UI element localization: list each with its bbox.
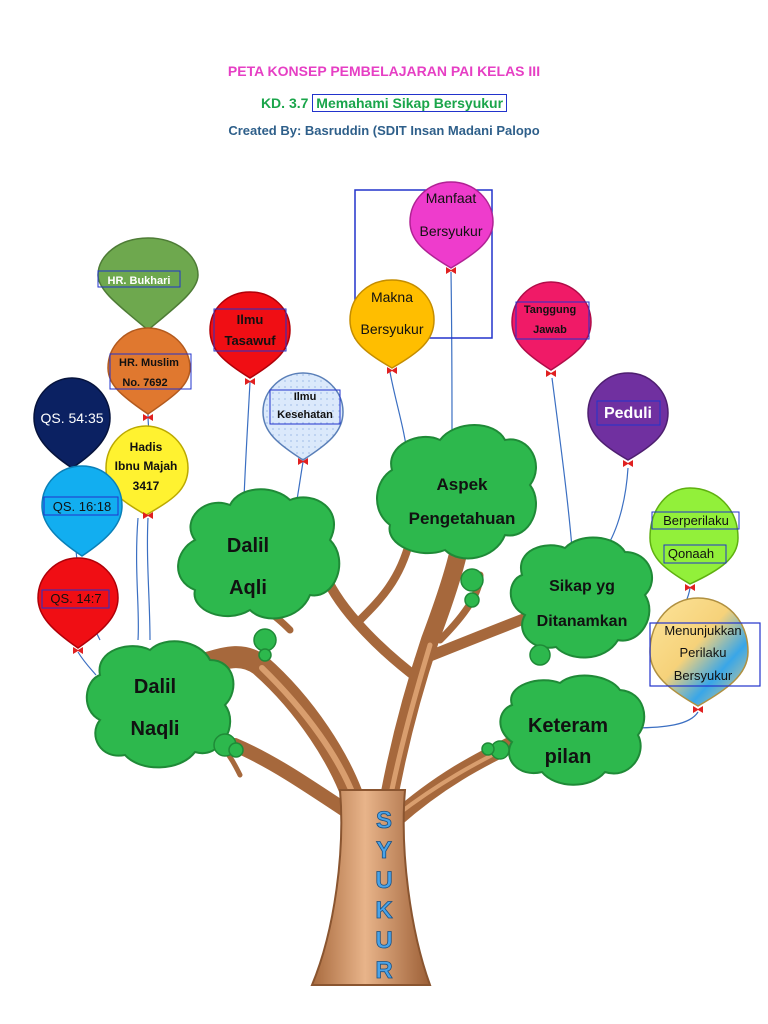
balloon-hadis-line2: Ibnu Majah <box>115 459 178 473</box>
cloud-sikap-line2: Ditanamkan <box>537 613 628 630</box>
balloon-hadis-line1: Hadis <box>130 440 163 454</box>
cloud-aspek-pengetahuan: Aspek Pengetahuan <box>376 424 537 608</box>
balloon-ilmu-tasawuf-line1: Ilmu <box>237 312 264 327</box>
cloud-keterampilan: Keteram pilan <box>481 674 646 786</box>
balloon-tanggung-jawab-line1: Tanggung <box>524 304 576 316</box>
balloon-menunjukkan-line1: Menunjukkan <box>664 623 741 638</box>
cloud-aspek-line1: Aspek <box>436 475 488 494</box>
balloon-manfaat-line2: Bersyukur <box>419 223 482 239</box>
cloud-dalil-aqli-line1: Dalil <box>227 535 269 557</box>
balloon-tanggung-jawab: Tanggung Jawab <box>511 281 592 371</box>
cloud-aspek-line2: Pengetahuan <box>409 509 516 528</box>
balloon-qonaah: Berperilaku Qonaah <box>649 487 740 585</box>
kd-topic: Memahami Sikap Bersyukur <box>312 94 508 112</box>
cloud-dalil-aqli: Dalil Aqli <box>177 488 341 662</box>
balloon-hr-muslim: HR. Muslim No. 7692 <box>107 327 192 415</box>
balloon-hr-muslim-line1: HR. Muslim <box>119 357 179 369</box>
title-text: PETA KONSEP PEMBELAJARAN PAI KELAS III <box>227 63 541 79</box>
balloon-hr-bukhari: HR. Bukhari <box>97 237 199 331</box>
balloon-tanggung-jawab-line2: Jawab <box>533 324 567 336</box>
balloon-makna: Makna Bersyukur <box>349 279 435 369</box>
balloon-hr-muslim-line2: No. 7692 <box>122 377 167 389</box>
cloud-dalil-naqli-line2: Naqli <box>131 718 180 740</box>
balloon-qs-1618: QS. 16:18 <box>41 465 123 557</box>
cloud-dalil-naqli-line1: Dalil <box>134 676 176 698</box>
balloon-manfaat-line1: Manfaat <box>426 190 477 206</box>
cloud-keterampilan-line2: pilan <box>545 746 592 768</box>
balloon-menunjukkan-line3: Bersyukur <box>674 668 733 683</box>
balloon-qs-147: QS. 14:7 <box>37 557 119 649</box>
trunk-letter: K <box>375 897 393 924</box>
trunk-letter: U <box>375 927 392 954</box>
kd-line: KD. 3.7 Memahami Sikap Bersyukur <box>0 94 768 112</box>
balloon-ilmu-tasawuf-line2: Tasawuf <box>224 333 276 348</box>
trunk-letter: S <box>376 807 392 834</box>
balloon-ilmu-tasawuf: Ilmu Tasawuf <box>209 291 291 379</box>
balloon-makna-line1: Makna <box>371 289 413 305</box>
kd-prefix: KD. 3.7 <box>260 95 309 111</box>
balloon-qs-147-text: QS. 14:7 <box>50 591 101 606</box>
cloud-sikap-line1: Sikap yg <box>549 578 615 595</box>
balloon-ilmu-kesehatan-line2: Kesehatan <box>277 409 333 421</box>
cloud-keterampilan-line1: Keteram <box>528 715 608 737</box>
cloud-sikap: Sikap yg Ditanamkan <box>509 536 654 666</box>
page-title: PETA KONSEP PEMBELAJARAN PAI KELAS III <box>0 63 768 79</box>
balloon-ilmu-kesehatan-line1: Ilmu <box>294 391 317 403</box>
balloon-manfaat: Manfaat Bersyukur <box>409 181 494 269</box>
balloon-menunjukkan-line2: Perilaku <box>680 645 727 660</box>
balloon-qs-5435-text: QS. 54:35 <box>40 410 103 426</box>
balloon-hr-bukhari-text: HR. Bukhari <box>108 275 171 287</box>
trunk-letter: R <box>375 957 392 984</box>
balloon-hadis-ibnu-majah: Hadis Ibnu Majah 3417 <box>105 425 189 516</box>
credit-line: Created By: Basruddin (SDIT Insan Madani… <box>0 123 768 138</box>
credit-text: Created By: Basruddin (SDIT Insan Madani… <box>228 123 540 138</box>
tree-trunk <box>310 789 432 986</box>
cloud-dalil-aqli-line2: Aqli <box>229 577 267 599</box>
trunk-letter: U <box>375 867 392 894</box>
balloon-bows <box>73 267 703 713</box>
balloon-qonaah-line2: Qonaah <box>668 546 714 561</box>
balloon-peduli: Peduli <box>587 372 669 461</box>
trunk-letter: Y <box>376 837 392 864</box>
balloon-menunjukkan: Menunjukkan Perilaku Bersyukur <box>649 597 761 707</box>
balloon-ilmu-kesehatan: Ilmu Kesehatan <box>262 372 344 461</box>
balloon-qonaah-line1: Berperilaku <box>663 513 729 528</box>
balloon-qs-1618-text: QS. 16:18 <box>53 499 112 514</box>
cloud-dalil-naqli: Dalil Naqli <box>85 640 244 769</box>
balloon-hadis-line3: 3417 <box>133 479 160 493</box>
balloon-qs-5435: QS. 54:35 <box>33 377 111 469</box>
balloon-makna-line2: Bersyukur <box>360 321 423 337</box>
balloon-peduli-text: Peduli <box>604 405 652 422</box>
